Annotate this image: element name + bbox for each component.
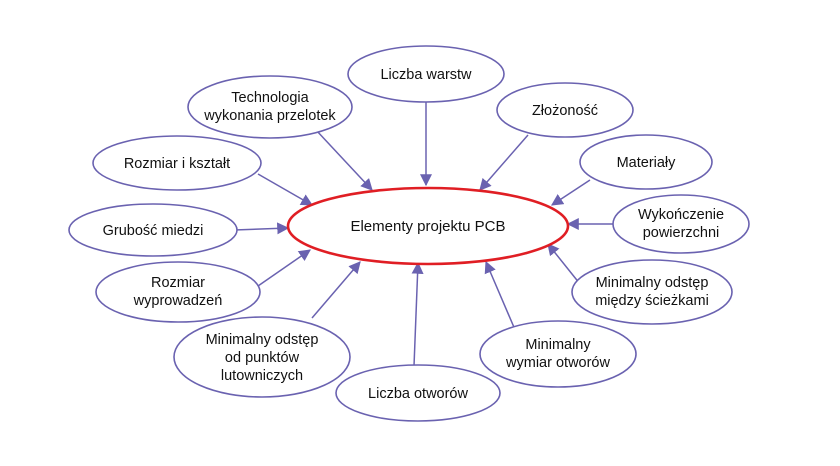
arrow-odstep-punkty xyxy=(311,261,361,319)
center-node: Elementy projektu PCB xyxy=(286,186,570,266)
node-label: od punktów xyxy=(225,350,300,366)
node-label: Wykończenie xyxy=(638,207,724,223)
node-label: Minimalny xyxy=(525,337,591,353)
node-liczba-warstw: Liczba warstw xyxy=(347,45,505,103)
node-grubosc-miedzi: Grubość miedzi xyxy=(68,203,238,257)
node-liczba-otworow: Liczba otworów xyxy=(335,364,501,422)
node-label: Złożoność xyxy=(532,103,598,119)
node-materialy: Materiały xyxy=(579,134,713,190)
node-label: wykonania przelotek xyxy=(203,108,336,124)
center-label: Elementy projektu PCB xyxy=(350,218,505,235)
arrow-liczba-otworow xyxy=(411,261,424,367)
node-wykonczenie-powierzchni: Wykończenie powierzchni xyxy=(612,194,750,254)
arrow-materialy xyxy=(550,179,591,206)
node-label: Rozmiar i kształt xyxy=(124,156,230,172)
node-label: Grubość miedzi xyxy=(103,223,204,239)
node-label: Technologia xyxy=(231,90,309,106)
node-zlozonosc: Złożoność xyxy=(496,82,634,138)
node-odstep-punkty: Minimalny odstęp od punktów lutowniczych xyxy=(173,316,351,398)
node-label: Minimalny odstęp xyxy=(596,275,709,291)
node-label: wymiar otworów xyxy=(505,355,610,371)
node-label: lutowniczych xyxy=(221,368,303,384)
node-rozmiar-wyprowadzen: Rozmiar wyprowadzeń xyxy=(95,261,261,323)
node-label: między ścieżkami xyxy=(595,293,709,309)
arrow-rozmiar-wyprowadzen xyxy=(257,249,311,287)
arrow-odstep-sciezki xyxy=(547,243,581,285)
arrow-grubosc-miedzi xyxy=(233,222,290,235)
node-technologia-przelotek: Technologia wykonania przelotek xyxy=(187,75,353,139)
node-wymiar-otworow: Minimalny wymiar otworów xyxy=(479,320,637,388)
node-label: wyprowadzeń xyxy=(133,293,223,309)
arrow-wymiar-otworow xyxy=(484,260,517,333)
node-label: Liczba otworów xyxy=(368,386,468,402)
node-rozmiar-ksztalt: Rozmiar i kształt xyxy=(92,135,262,191)
node-label: Rozmiar xyxy=(151,275,205,291)
node-label: Minimalny odstęp xyxy=(206,332,319,348)
node-label: Materiały xyxy=(617,155,677,171)
arrow-technologia-przelotek xyxy=(315,129,373,191)
arrow-rozmiar-ksztalt xyxy=(257,173,314,206)
arrow-zlozonosc xyxy=(479,134,529,191)
node-label: Liczba warstw xyxy=(380,67,472,83)
node-label: powierzchni xyxy=(643,225,720,241)
node-odstep-sciezki: Minimalny odstęp między ścieżkami xyxy=(571,259,733,325)
